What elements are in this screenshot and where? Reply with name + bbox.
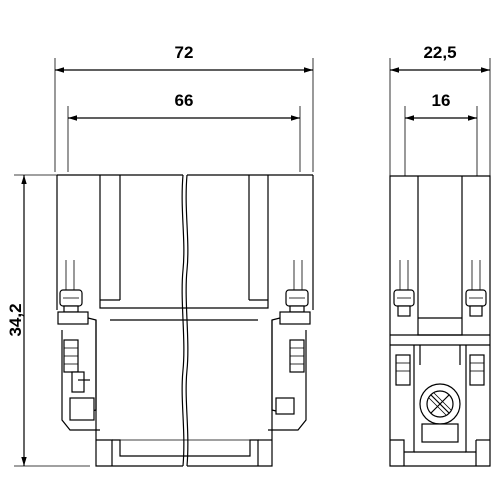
dimension-16: 16 — [405, 91, 477, 121]
dimension-label-66: 66 — [175, 91, 194, 110]
side-view: 22,5 16 — [389, 43, 491, 467]
dimension-72: 72 — [55, 43, 313, 73]
right-screw — [268, 289, 311, 431]
locking-knob-icon — [419, 383, 461, 443]
dimension-label-72: 72 — [175, 43, 194, 62]
left-screw — [57, 289, 100, 431]
dimension-66: 66 — [68, 91, 300, 121]
front-view: 72 66 34,2 — [6, 43, 314, 467]
dimension-label-16: 16 — [432, 91, 451, 110]
dimension-34-2: 34,2 — [6, 174, 90, 467]
dimension-22-5: 22,5 — [390, 43, 490, 73]
dimension-label-34-2: 34,2 — [6, 303, 25, 336]
dimension-label-22-5: 22,5 — [423, 43, 456, 62]
